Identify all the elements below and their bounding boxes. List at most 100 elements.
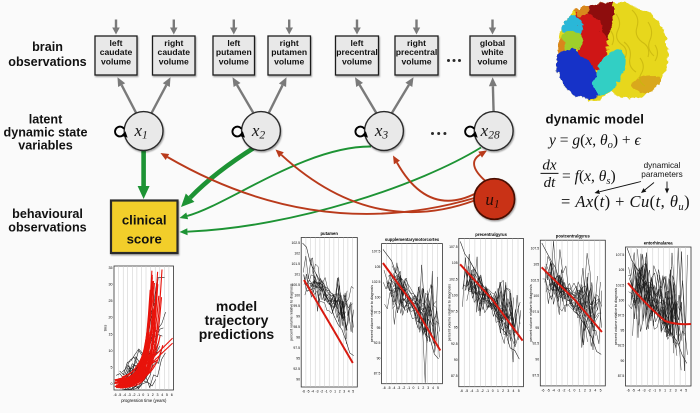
svg-text:0: 0	[573, 388, 575, 392]
svg-text:102.5: 102.5	[372, 280, 381, 284]
svg-text:3: 3	[507, 389, 509, 393]
svg-text:volume: volume	[159, 56, 189, 66]
svg-text:= f(x, θs): = f(x, θs)	[562, 168, 616, 187]
svg-text:-2: -2	[402, 386, 405, 390]
svg-text:105: 105	[619, 268, 625, 272]
svg-text:87.5: 87.5	[374, 372, 381, 376]
svg-text:-6: -6	[541, 388, 544, 392]
svg-text:107.5: 107.5	[616, 253, 625, 257]
svg-text:trajectory: trajectory	[205, 312, 269, 328]
svg-text:102.5: 102.5	[531, 278, 540, 282]
svg-text:3: 3	[675, 389, 677, 393]
svg-text:-6: -6	[113, 393, 116, 397]
svg-text:dx: dx	[542, 158, 557, 174]
svg-text:107.5: 107.5	[372, 250, 381, 254]
svg-text:101.5: 101.5	[292, 262, 301, 266]
svg-text:latent: latent	[29, 112, 63, 126]
svg-text:0: 0	[492, 389, 494, 393]
svg-text:-3: -3	[475, 389, 478, 393]
svg-text:dynamic state: dynamic state	[4, 126, 88, 140]
svg-text:-5: -5	[387, 386, 390, 390]
svg-text:107.5: 107.5	[449, 245, 458, 249]
svg-text:2: 2	[422, 386, 424, 390]
svg-text:4: 4	[594, 388, 596, 392]
svg-text:1: 1	[497, 389, 499, 393]
svg-text:2: 2	[502, 389, 504, 393]
svg-text:score: score	[127, 232, 162, 247]
svg-text:clinical: clinical	[122, 213, 167, 228]
svg-text:2: 2	[669, 389, 671, 393]
svg-text:-5: -5	[465, 389, 468, 393]
svg-text:progression time (years): progression time (years)	[121, 398, 167, 403]
svg-text:-1: -1	[325, 390, 328, 394]
svg-text:-3: -3	[397, 386, 400, 390]
svg-text:precentral: precentral	[336, 47, 378, 57]
svg-text:98: 98	[296, 336, 300, 340]
svg-text:percent volume relative to dia: percent volume relative to diagnosis	[370, 285, 374, 343]
svg-text:dynamical: dynamical	[644, 161, 681, 170]
svg-text:brain: brain	[32, 40, 63, 54]
svg-text:100: 100	[375, 295, 381, 299]
svg-text:5: 5	[166, 393, 168, 397]
svg-text:observations: observations	[8, 221, 86, 235]
svg-text:102.5: 102.5	[292, 241, 301, 245]
svg-text:right: right	[407, 38, 426, 48]
svg-text:95: 95	[377, 326, 381, 330]
svg-text:white: white	[481, 47, 504, 57]
svg-text:parameters: parameters	[641, 170, 682, 179]
svg-text:1: 1	[147, 393, 149, 397]
svg-text:-2: -2	[562, 388, 565, 392]
svg-text:100: 100	[294, 294, 300, 298]
svg-text:dt: dt	[544, 175, 557, 191]
svg-text:tms: tms	[103, 325, 108, 331]
svg-text:= Ax(t) + Cu(t, θu): = Ax(t) + Cu(t, θu)	[561, 192, 690, 213]
svg-text:-4: -4	[470, 389, 473, 393]
svg-text:percent volume relative to dia: percent volume relative to diagnosis	[447, 284, 451, 342]
svg-text:30: 30	[109, 283, 113, 287]
svg-text:left: left	[227, 38, 240, 48]
svg-text:97.5: 97.5	[532, 310, 539, 314]
svg-text:-4: -4	[637, 389, 640, 393]
svg-text:0: 0	[111, 382, 113, 386]
svg-text:3: 3	[589, 388, 591, 392]
svg-text:-5: -5	[306, 390, 309, 394]
svg-text:volume: volume	[342, 56, 372, 66]
svg-text:25: 25	[109, 299, 113, 303]
svg-text:3: 3	[157, 393, 159, 397]
svg-text:dynamic model: dynamic model	[546, 111, 645, 126]
svg-text:-5: -5	[118, 393, 121, 397]
svg-text:y = g(x, θo) + ϵ: y = g(x, θo) + ϵ	[547, 132, 641, 151]
svg-text:1: 1	[664, 389, 666, 393]
svg-text:-1: -1	[568, 388, 571, 392]
svg-text:15: 15	[109, 332, 113, 336]
svg-text:observations: observations	[8, 55, 86, 69]
svg-text:-4: -4	[123, 393, 126, 397]
svg-text:5: 5	[437, 386, 439, 390]
svg-text:volume: volume	[219, 56, 249, 66]
svg-text:precentral: precentral	[396, 47, 438, 57]
svg-text:95: 95	[535, 326, 539, 330]
svg-text:putamen: putamen	[320, 231, 338, 236]
svg-text:volume: volume	[401, 56, 431, 66]
svg-text:95: 95	[621, 329, 625, 333]
svg-text:102: 102	[294, 251, 300, 255]
svg-text:4: 4	[513, 389, 515, 393]
svg-text:5: 5	[518, 389, 520, 393]
svg-text:5: 5	[685, 389, 687, 393]
svg-text:entorhinalarea: entorhinalarea	[644, 241, 674, 246]
svg-text:97.5: 97.5	[451, 310, 458, 314]
svg-text:97.5: 97.5	[293, 346, 300, 350]
svg-text:volume: volume	[274, 56, 304, 66]
svg-text:left: left	[351, 38, 364, 48]
svg-text:percent volume relative to dia: percent volume relative to diagnosis	[290, 283, 294, 341]
svg-text:100: 100	[533, 294, 539, 298]
svg-text:5: 5	[111, 365, 113, 369]
svg-text:putamen: putamen	[216, 47, 252, 57]
svg-text:97.5: 97.5	[618, 314, 625, 318]
svg-text:107.5: 107.5	[531, 247, 540, 251]
svg-text:-5: -5	[632, 389, 635, 393]
svg-text:volume: volume	[477, 56, 507, 66]
svg-text:behavioural: behavioural	[12, 207, 83, 221]
svg-text:-3: -3	[642, 389, 645, 393]
svg-text:90: 90	[621, 359, 625, 363]
